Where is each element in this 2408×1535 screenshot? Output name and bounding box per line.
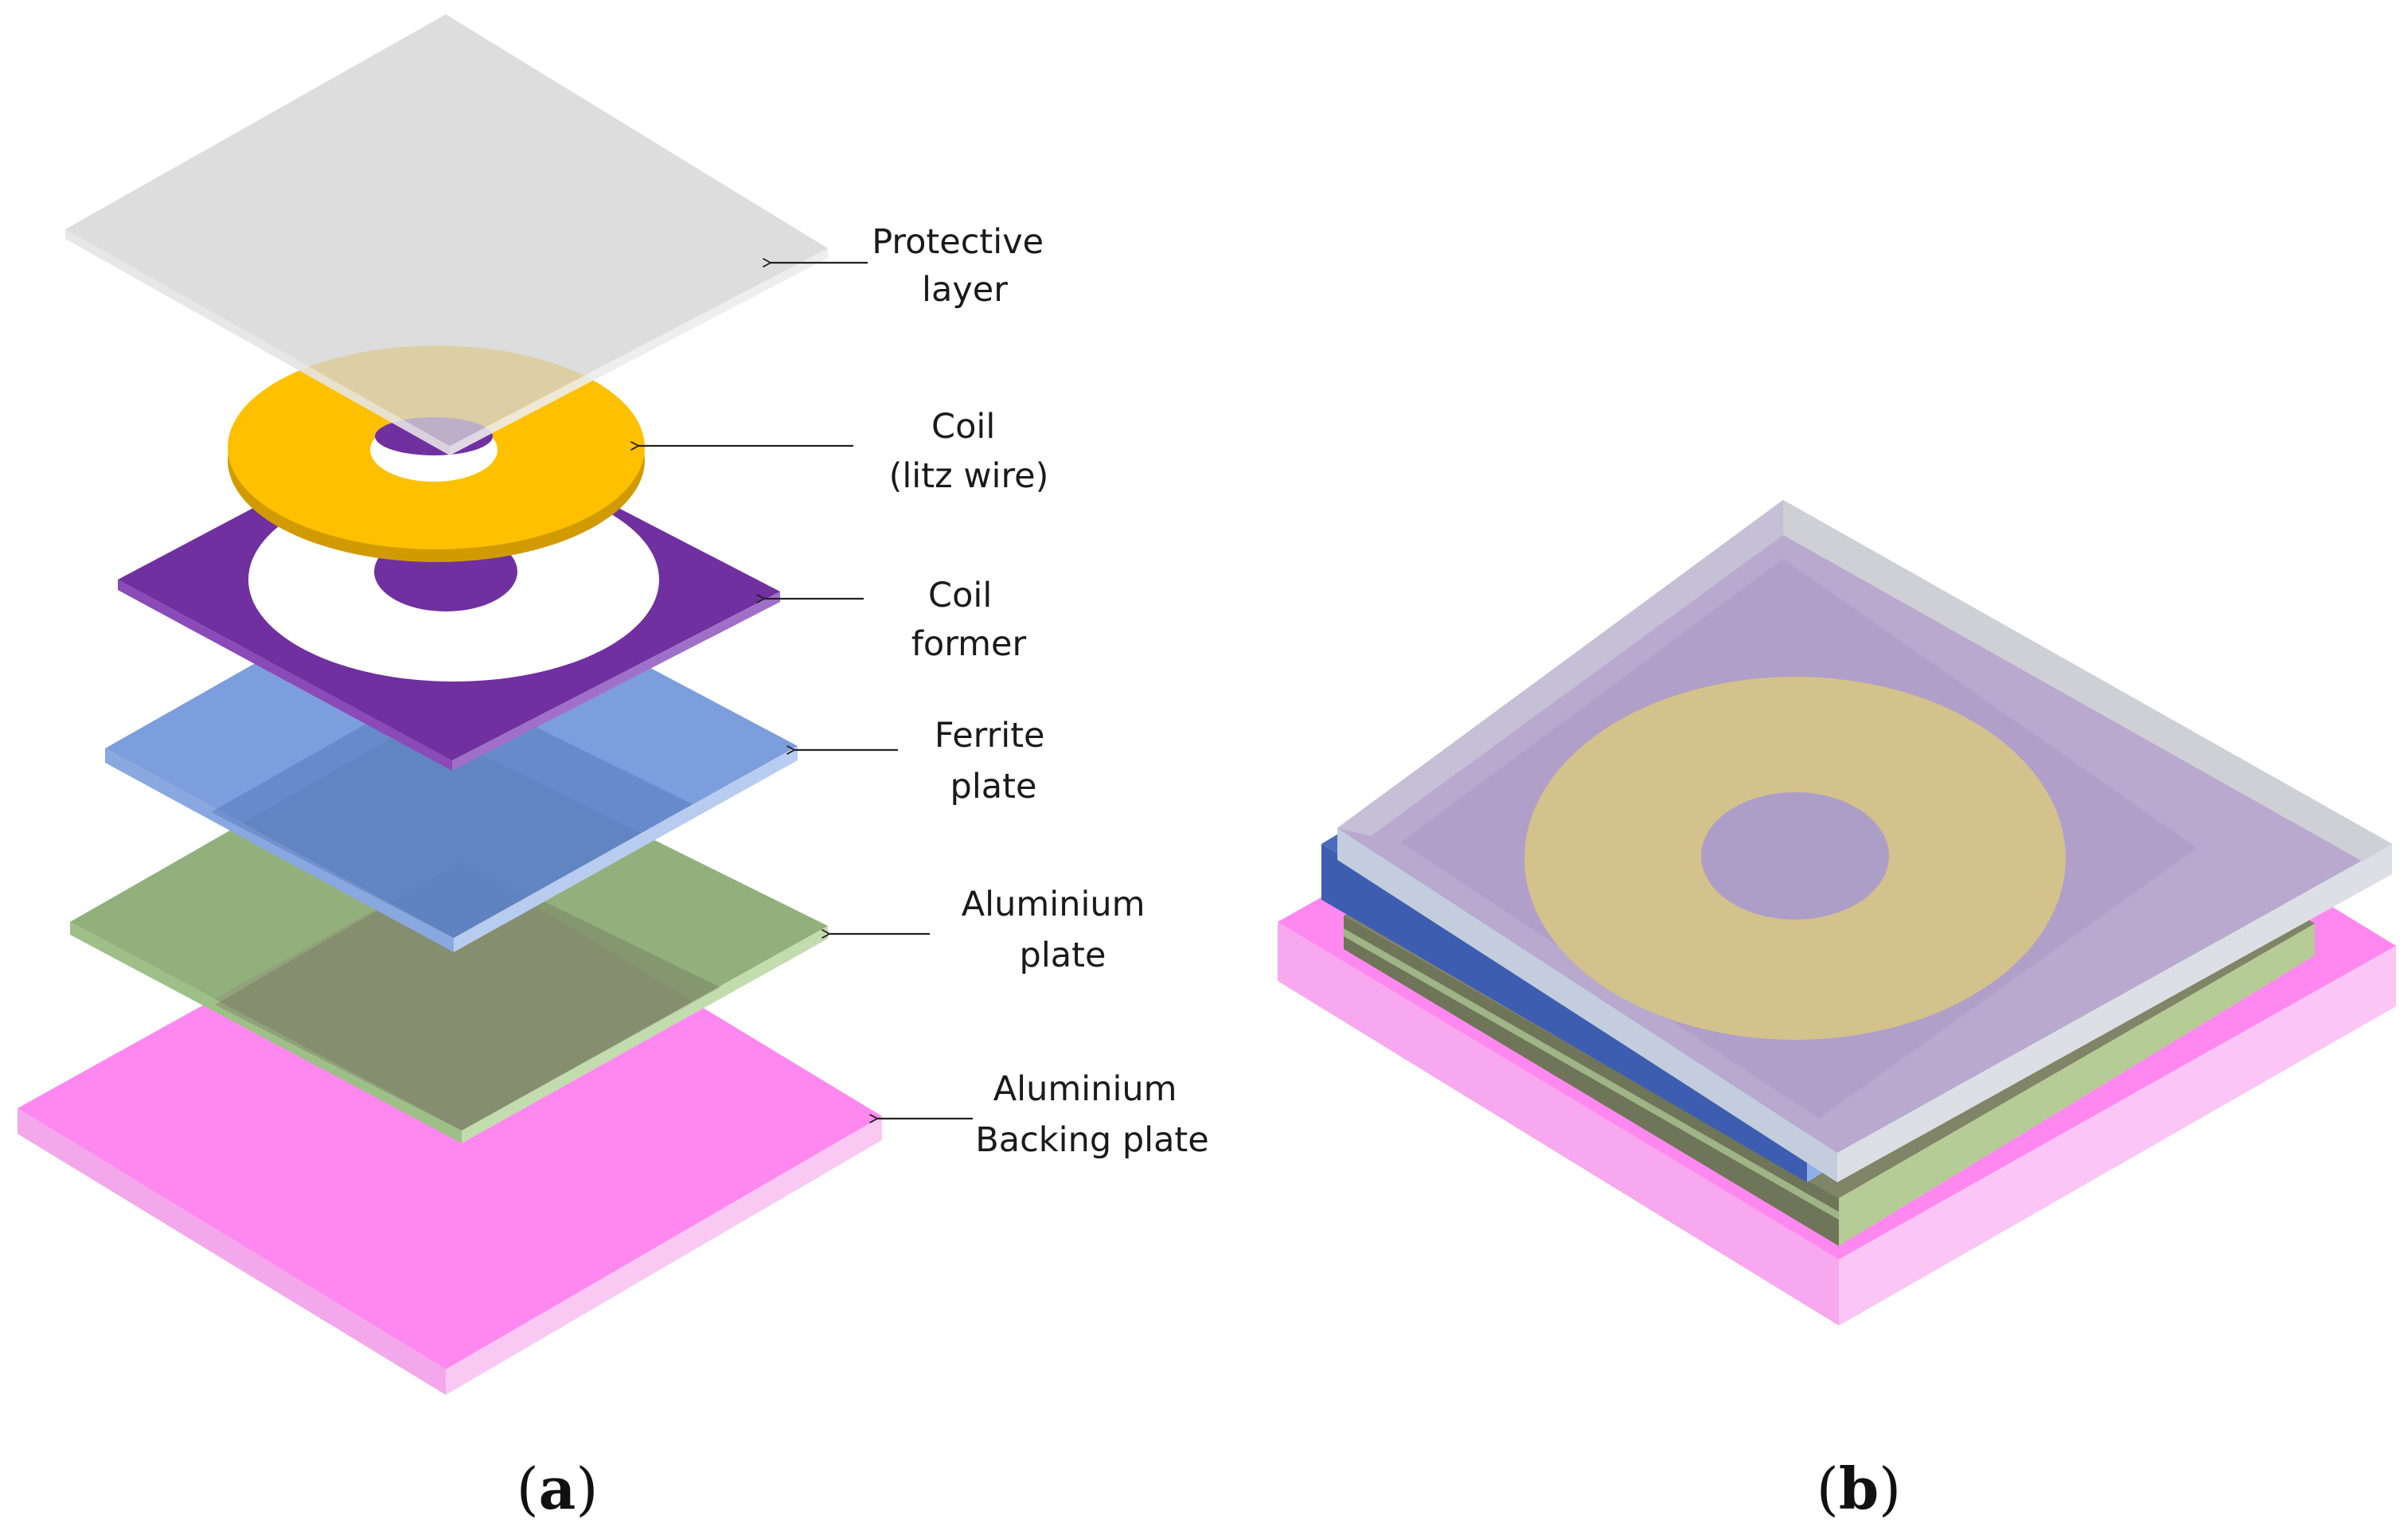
panel-b: (b)	[1278, 500, 2396, 1522]
caption-b: (b)	[1817, 1455, 1902, 1522]
panel-a: Protective layer Coil (litz wire) Coil f…	[18, 14, 1209, 1522]
label-ferrite-plate: Ferrite plate	[935, 716, 1056, 807]
label-backing-plate: Aluminium Backing plate	[975, 1069, 1208, 1160]
assembled-coil	[1524, 677, 2066, 1040]
caption-a: (a)	[517, 1455, 599, 1522]
label-aluminium-plate: Aluminium plate	[962, 885, 1156, 975]
label-coil: Coil (litz wire)	[889, 407, 1049, 496]
component-labels: Protective layer Coil (litz wire) Coil f…	[872, 222, 1209, 1160]
protective-layer	[65, 14, 828, 455]
callout-arrows	[638, 263, 973, 1119]
label-coil-former: Coil former	[911, 576, 1027, 664]
label-protective-layer: Protective layer	[872, 222, 1055, 310]
